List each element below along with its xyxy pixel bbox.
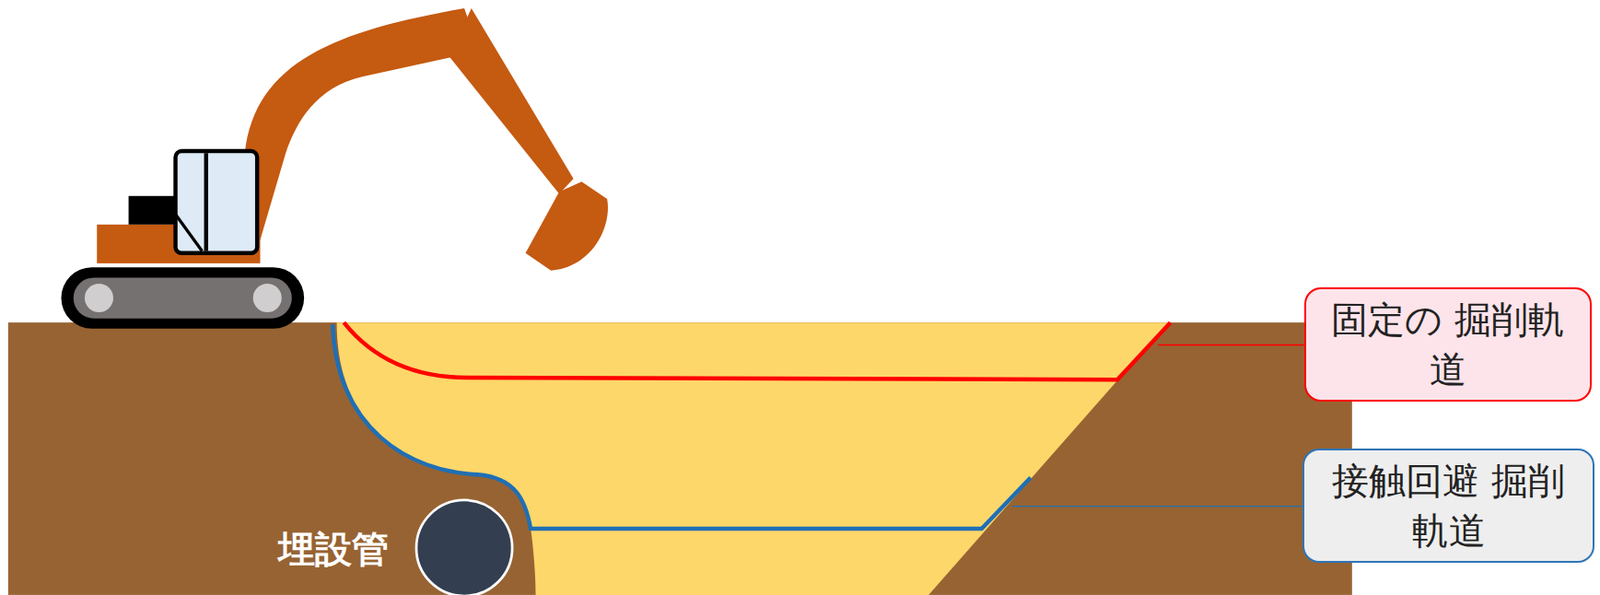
fixed-trajectory (343, 322, 1170, 380)
excavator (60, 8, 608, 329)
pipe-label: 埋設管 (278, 524, 389, 575)
leader-line (1012, 505, 1303, 507)
avoidance-trajectory (332, 324, 1031, 529)
ground (8, 322, 1353, 595)
callout-text: 接触回避 掘削軌道 (1317, 455, 1580, 556)
callout-box: 接触回避 掘削軌道 (1302, 448, 1595, 563)
callout-box: 固定の 掘削軌道 (1304, 287, 1592, 402)
buried-pipe (416, 500, 513, 595)
leader-line (1157, 344, 1304, 346)
callout-text: 固定の 掘削軌道 (1319, 294, 1577, 395)
